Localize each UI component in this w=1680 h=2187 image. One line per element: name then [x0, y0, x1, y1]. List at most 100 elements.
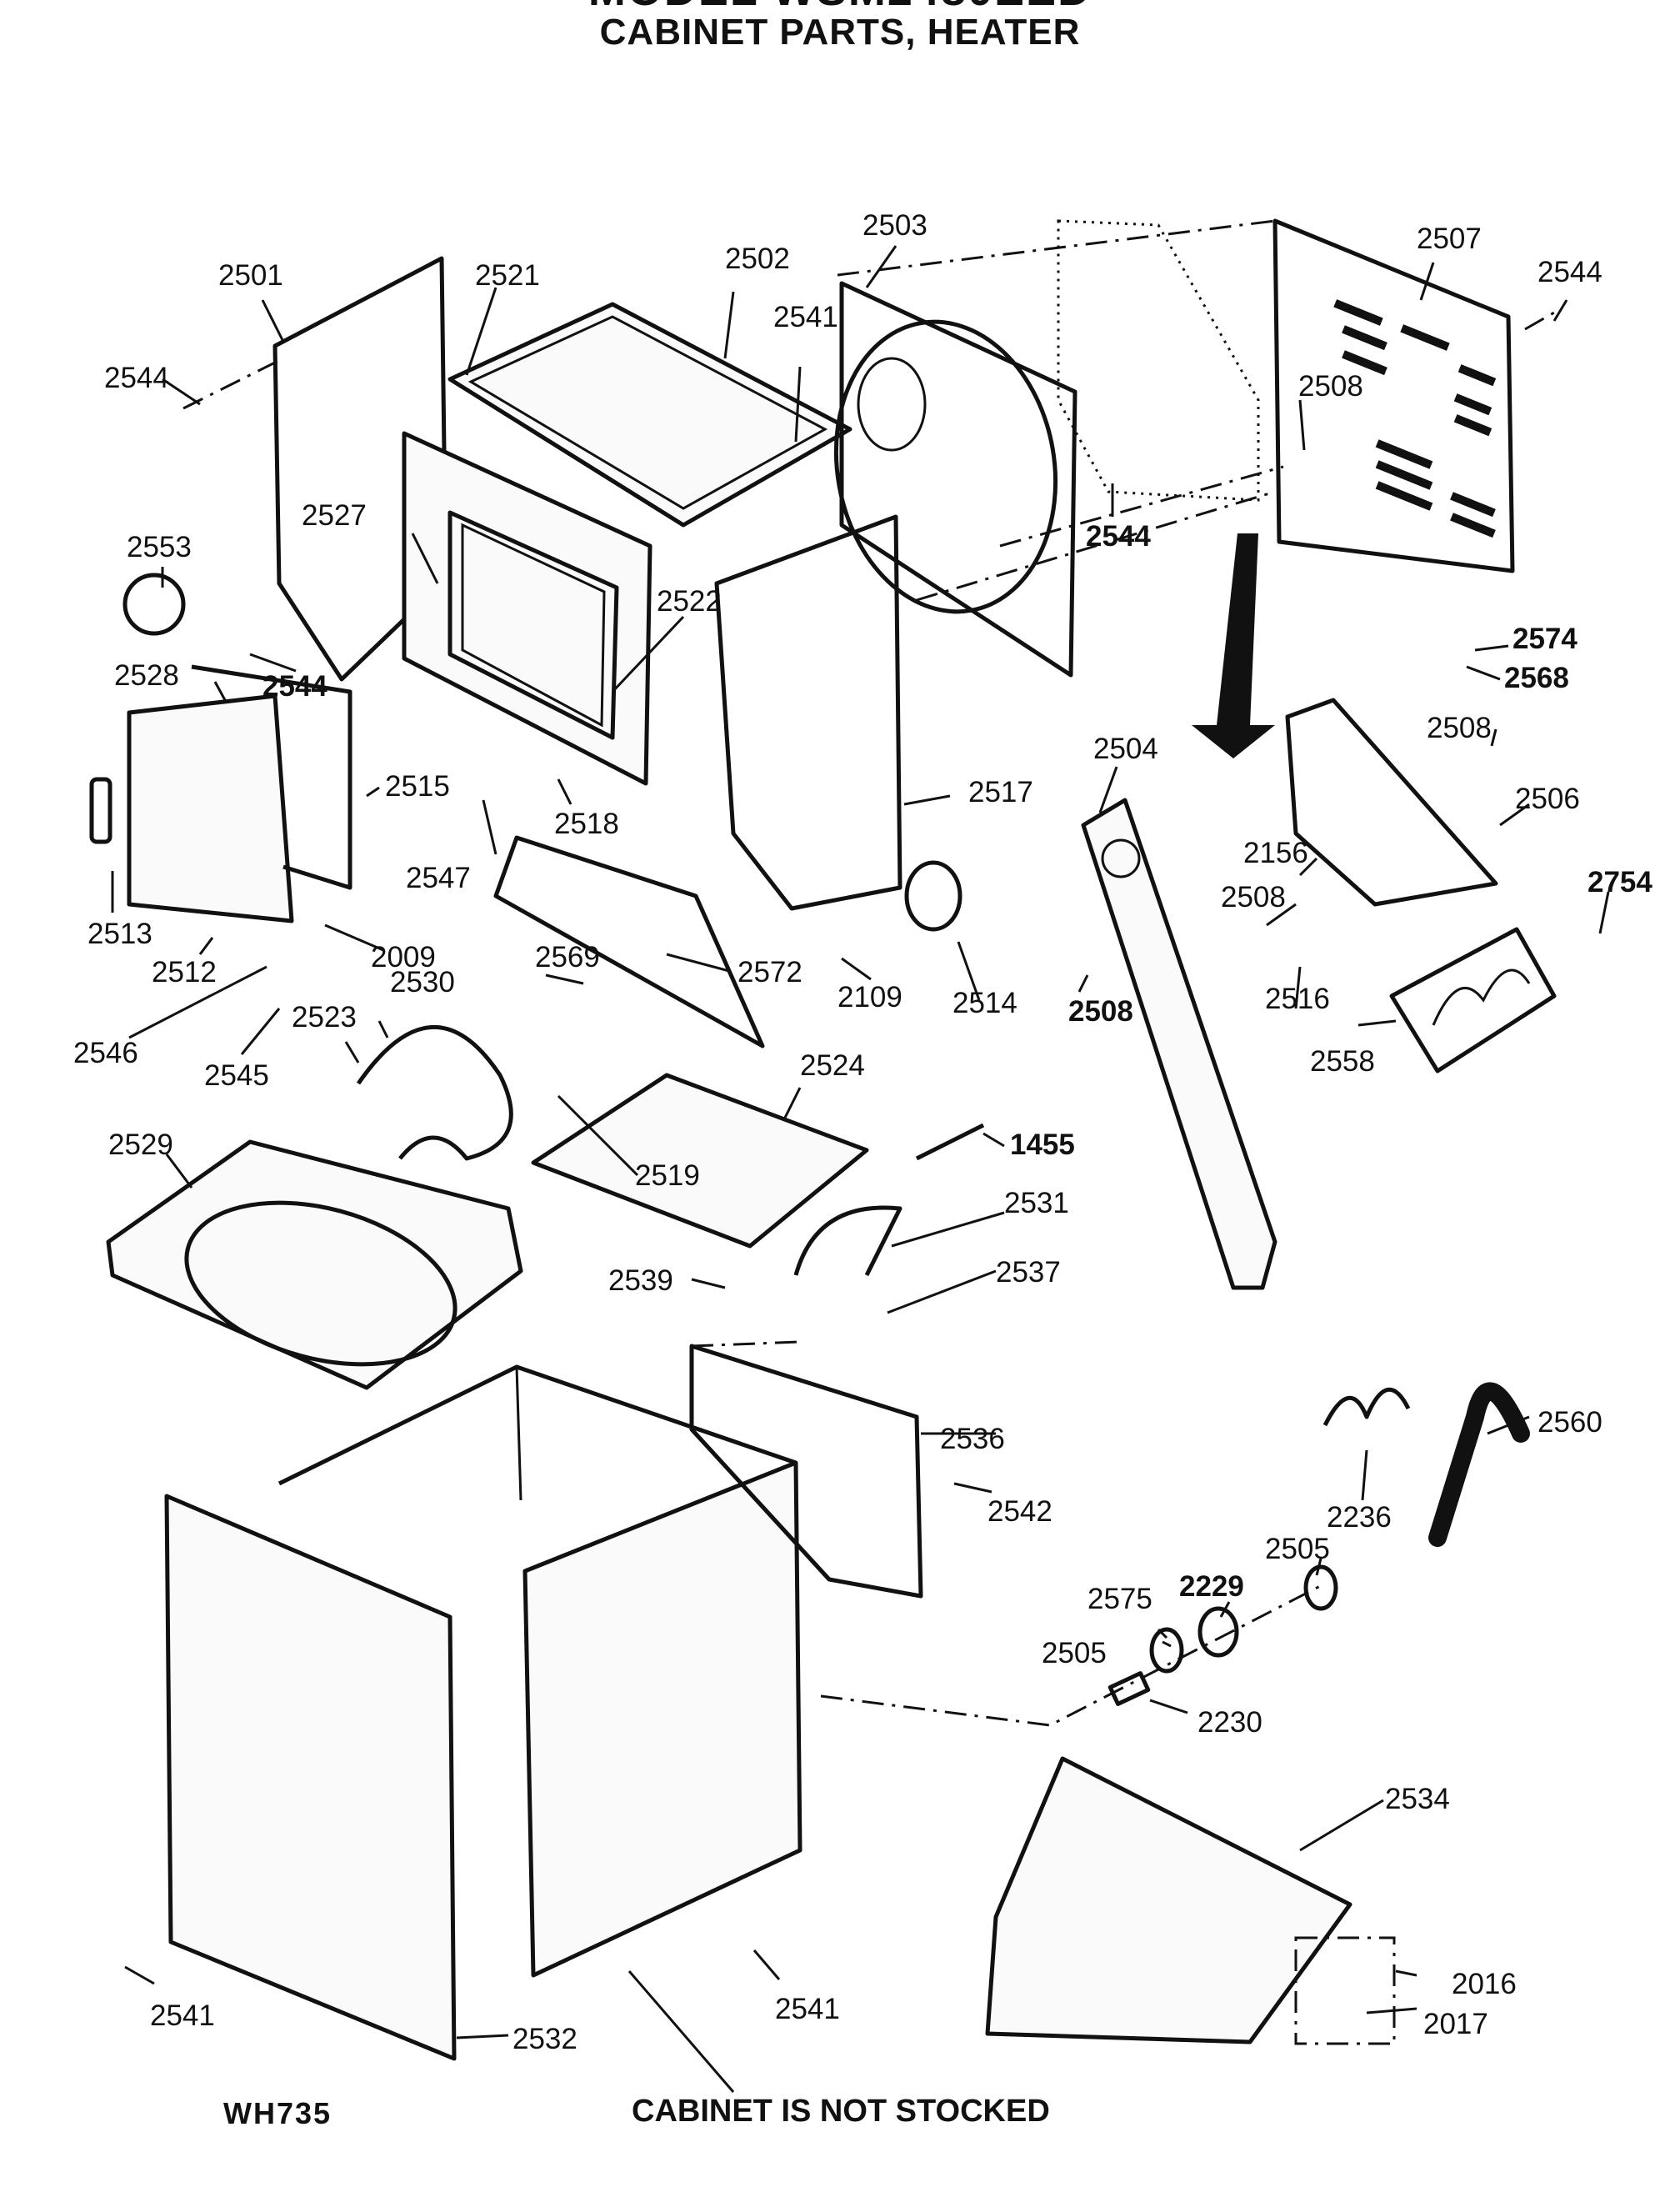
callout-label: 1455	[1010, 1129, 1075, 1161]
handle-2513	[89, 777, 112, 844]
callout-label: 2572	[738, 956, 802, 988]
callout-labels: 2501 2521 2502 2503 2507 2544 2544 2541 …	[73, 209, 1652, 2055]
cabinet-note: CABINET IS NOT STOCKED	[632, 2094, 1050, 2129]
drum-opening	[833, 319, 1058, 614]
callout-label: 2574	[1512, 623, 1578, 655]
callout-label: 2502	[725, 243, 790, 275]
switch-2553	[122, 573, 186, 636]
callout-label: 2519	[635, 1159, 700, 1192]
callout-label: 2507	[1417, 223, 1482, 255]
callout-label: 2541	[150, 1999, 215, 2032]
callout-label: 2503	[862, 209, 928, 242]
callout-label: 2517	[968, 776, 1033, 808]
callout-label: 2230	[1198, 1706, 1262, 1739]
callout-label: 2534	[1385, 1783, 1450, 1815]
callout-label: 2546	[73, 1037, 138, 1069]
callout-label: 2521	[475, 259, 540, 292]
callout-label: 2512	[152, 956, 217, 988]
callout-label: 2516	[1265, 983, 1330, 1015]
side-panel-2501	[272, 256, 448, 682]
callout-label: 2575	[1088, 1583, 1152, 1615]
callout-label: 2531	[1004, 1187, 1069, 1219]
side-panel-2517	[714, 514, 902, 911]
callout-label: 2514	[952, 987, 1018, 1019]
callout-label: 2553	[127, 531, 192, 563]
callout-label: 2504	[1093, 733, 1158, 765]
callout-label: 2508	[1427, 712, 1492, 744]
access-panel-2536	[689, 1344, 923, 1599]
callout-label: 2536	[940, 1423, 1005, 1455]
model-title: MODEL WSM2480EED	[0, 0, 1680, 15]
seal-2519	[356, 1024, 513, 1161]
part-drawings	[89, 218, 1557, 2061]
callout-label: 2539	[608, 1264, 673, 1297]
callout-label: 2544	[262, 670, 328, 703]
callout-label: 2528	[114, 659, 179, 692]
drain-hose-2560	[1428, 1382, 1530, 1547]
callout-label: 2541	[775, 1993, 840, 2025]
callout-label: 2109	[838, 981, 902, 1013]
rear-access-panel-2507	[1272, 218, 1515, 573]
heater-housing-2506	[1285, 698, 1498, 907]
base-2534	[985, 1756, 1352, 2044]
callout-label: 2522	[657, 585, 722, 618]
door-opening	[448, 510, 619, 740]
callout-label: 2518	[554, 808, 619, 840]
callout-label: 2016	[1452, 1968, 1517, 2000]
callout-label: 2506	[1515, 783, 1580, 815]
callout-label: 2017	[1423, 2008, 1488, 2040]
callout-label: 2542	[988, 1495, 1052, 1528]
callout-label: 2501	[218, 259, 283, 292]
callout-label: 2236	[1327, 1501, 1392, 1534]
filter-screen-2524	[531, 1073, 869, 1249]
callout-label: 2229	[1179, 1570, 1244, 1603]
callout-label: 2529	[108, 1129, 173, 1161]
callout-label: 2558	[1310, 1045, 1375, 1078]
callout-label: 2544	[1538, 256, 1602, 288]
callout-label: 2513	[88, 918, 152, 950]
lid-liner-2515	[191, 664, 352, 890]
callout-label: 2568	[1504, 662, 1569, 694]
cabinet-side	[522, 1460, 802, 1978]
callout-label: 2537	[996, 1256, 1061, 1289]
callout-label: 2532	[512, 2023, 578, 2055]
callout-label: 2009	[371, 941, 436, 973]
callout-label: 2156	[1243, 837, 1308, 869]
callout-label: 2544	[104, 362, 169, 394]
leveler-group	[1294, 1936, 1396, 2045]
callout-label: 2569	[535, 941, 600, 973]
terminal-block-2558	[1389, 927, 1557, 1073]
callout-label: 2508	[1068, 995, 1133, 1028]
top-cover-2529	[106, 1139, 523, 1390]
callout-label: 2754	[1588, 866, 1652, 898]
spring-1455	[915, 1123, 985, 1161]
panel-2569	[493, 835, 765, 1048]
callout-label: 2524	[800, 1049, 865, 1082]
callout-label: 2530	[390, 966, 455, 998]
rear-panel-2503	[839, 281, 1078, 678]
callout-leaders	[111, 245, 1610, 2093]
callout-label: 2523	[292, 1001, 357, 1033]
callout-label: 2545	[204, 1059, 269, 1092]
callout-label: 2541	[773, 301, 838, 333]
callout-label: 2508	[1221, 881, 1286, 913]
heater-duct-2504	[1081, 798, 1278, 1290]
callout-label: 2505	[1265, 1533, 1330, 1565]
pump-2531	[793, 1205, 902, 1277]
callout-label: 2527	[302, 499, 367, 532]
vent-grill	[1333, 299, 1497, 538]
callout-label: 2515	[385, 770, 450, 803]
section-subtitle: CABINET PARTS, HEATER	[599, 12, 1081, 53]
callout-label: 2508	[1298, 370, 1363, 403]
callout-label: 2505	[1042, 1637, 1107, 1669]
assembly-arrow	[1192, 533, 1275, 758]
blower-outline	[1057, 219, 1260, 502]
cabinet-front-2532	[164, 1494, 457, 2061]
drawing-id: WH735	[223, 2096, 332, 2130]
callout-label: 2560	[1538, 1406, 1602, 1439]
callout-label: 2544	[1086, 520, 1151, 553]
callout-label: 2547	[406, 862, 471, 894]
lid-2512	[127, 693, 294, 923]
